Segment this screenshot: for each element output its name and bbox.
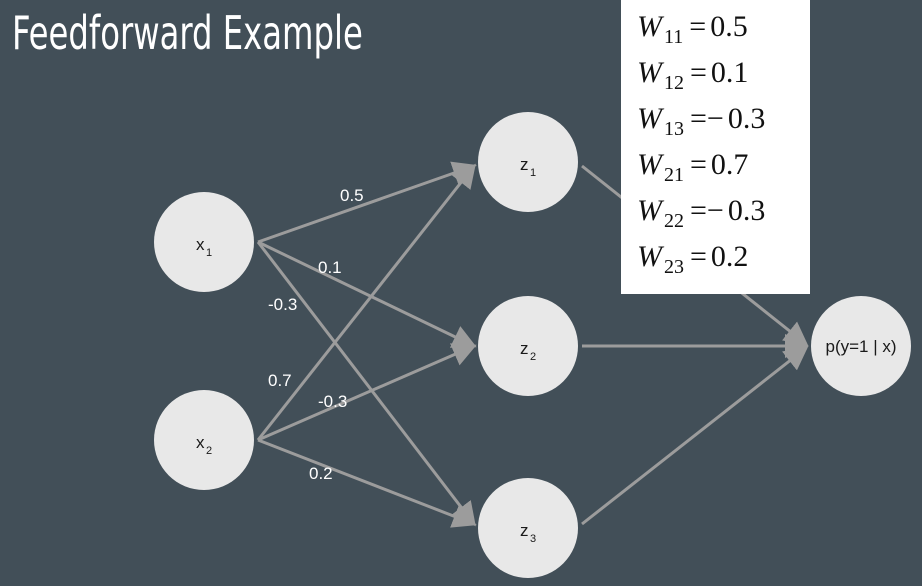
node-z3-sub: 3 bbox=[530, 533, 536, 545]
weight-value: 0.5 bbox=[710, 10, 748, 43]
node-output: p(y=1 | x) bbox=[811, 296, 911, 396]
weight-equals: =− bbox=[690, 102, 724, 135]
weight-symbol: W bbox=[637, 148, 662, 181]
node-x2: x 2 bbox=[154, 390, 254, 490]
weight-symbol: W bbox=[637, 56, 662, 89]
node-z1-sub: 1 bbox=[530, 167, 536, 179]
node-z2: z 2 bbox=[478, 296, 578, 396]
edge-x2-z3 bbox=[257, 438, 477, 528]
edge-z3-output bbox=[581, 346, 809, 526]
node-output-label: p(y=1 | x) bbox=[825, 337, 896, 356]
node-z3-base: z bbox=[520, 521, 529, 540]
weight-subscript: 22 bbox=[664, 210, 684, 232]
edge-x1-z2 bbox=[257, 240, 477, 348]
weight-label-x1-z3: -0.3 bbox=[268, 295, 297, 314]
weight-subscript: 21 bbox=[664, 164, 684, 186]
node-x2-sub: 2 bbox=[206, 445, 212, 457]
node-x1-sub: 1 bbox=[206, 247, 212, 259]
weight-symbol: W bbox=[637, 240, 662, 273]
weight-label-x2-z1: 0.7 bbox=[268, 371, 292, 390]
weight-subscript: 12 bbox=[664, 72, 684, 94]
weight-subscript: 11 bbox=[664, 26, 684, 48]
node-z3: z 3 bbox=[478, 478, 578, 578]
weight-value: 0.3 bbox=[727, 194, 766, 227]
node-z2-sub: 2 bbox=[530, 351, 536, 363]
edge-x1-z3 bbox=[256, 241, 476, 527]
weight-symbol: W bbox=[637, 10, 662, 43]
node-z1-base: z bbox=[520, 155, 529, 174]
weight-symbol: W bbox=[637, 102, 662, 135]
edge-x2-z2 bbox=[257, 343, 477, 442]
weight-label-x2-z2: -0.3 bbox=[318, 392, 347, 411]
weight-symbol: W bbox=[637, 194, 662, 227]
weight-subscript: 23 bbox=[664, 256, 684, 278]
node-z1: z 1 bbox=[478, 112, 578, 212]
weight-subscript: 13 bbox=[664, 118, 684, 140]
weight-label-x2-z3: 0.2 bbox=[309, 464, 333, 483]
weight-equals: = bbox=[690, 240, 707, 273]
edge-x2-z1 bbox=[256, 163, 476, 441]
weight-value: 0.7 bbox=[710, 148, 749, 181]
weight-equals: = bbox=[690, 148, 707, 181]
node-x1: x 1 bbox=[154, 192, 254, 292]
node-x1-base: x bbox=[196, 235, 205, 254]
node-x2-base: x bbox=[196, 433, 205, 452]
slide-title: Feedforward Example bbox=[12, 6, 363, 60]
edge-x1-z1 bbox=[257, 161, 477, 244]
weight-label-x1-z2: 0.1 bbox=[318, 258, 342, 277]
weight-label-x1-z1: 0.5 bbox=[340, 186, 364, 205]
weight-value: 0.3 bbox=[727, 102, 766, 135]
weight-value: 0.1 bbox=[710, 56, 749, 89]
weight-equals: =− bbox=[690, 194, 724, 227]
node-z2-base: z bbox=[520, 339, 529, 358]
weight-equals: = bbox=[689, 10, 707, 43]
weight-value: 0.2 bbox=[710, 240, 749, 273]
weight-equals: = bbox=[690, 56, 707, 89]
